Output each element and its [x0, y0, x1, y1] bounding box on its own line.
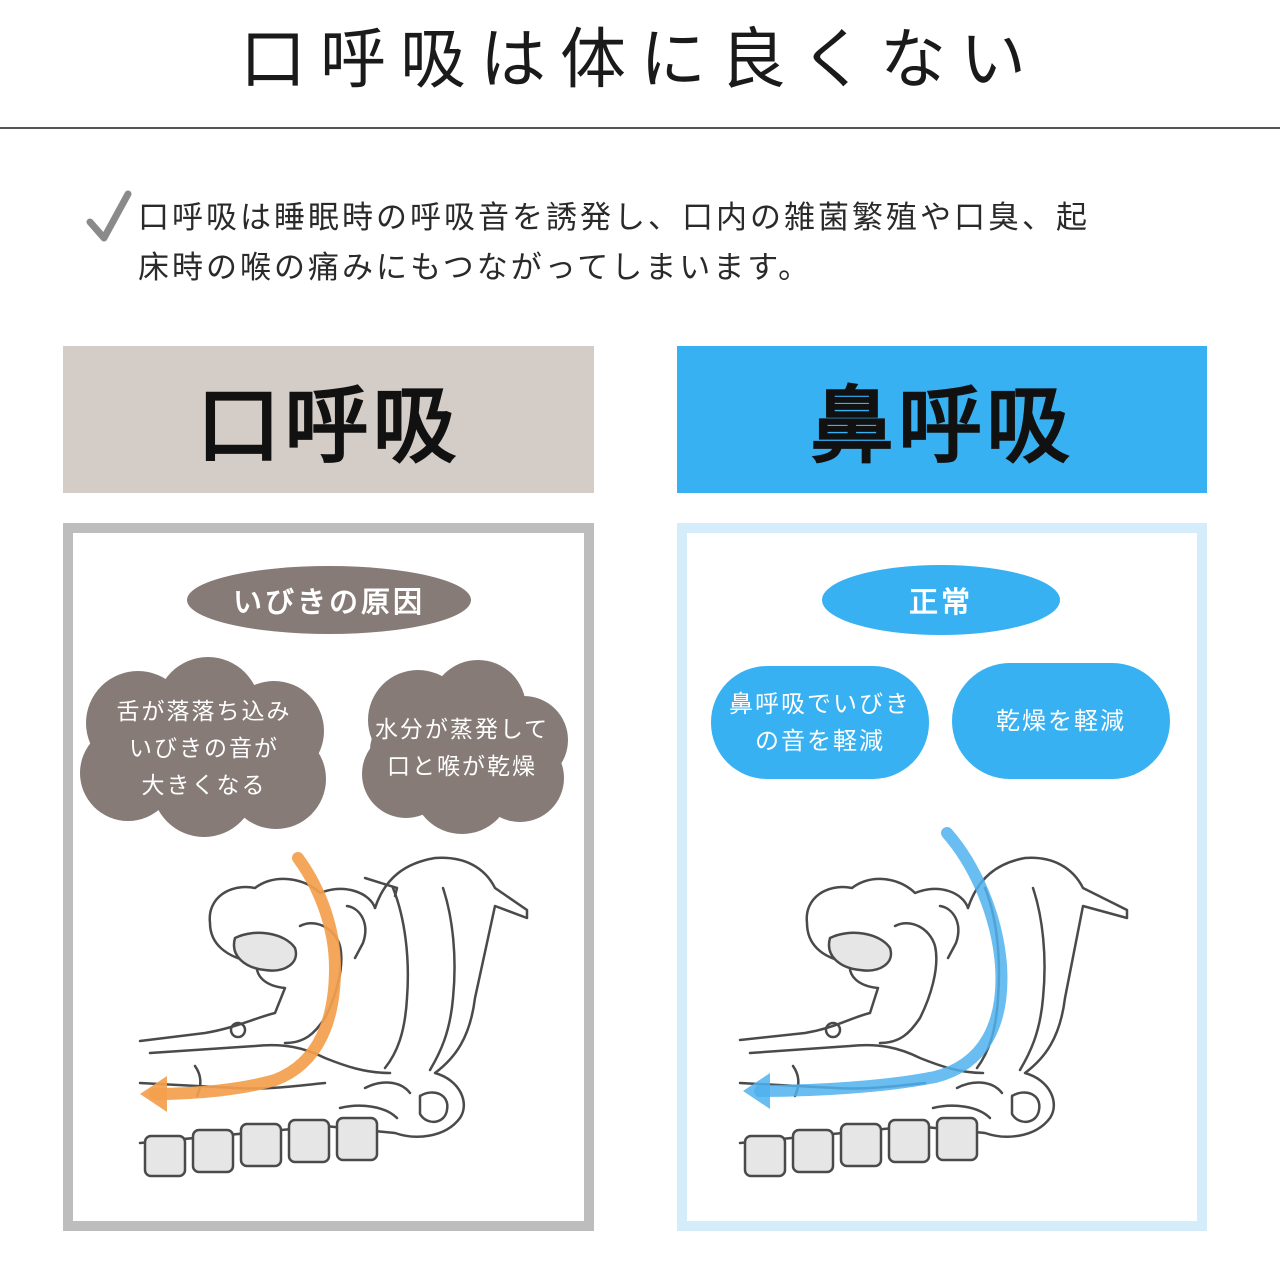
check-icon: [86, 190, 132, 242]
dryness-reduce-bubble: 乾燥を軽減: [952, 663, 1170, 779]
cloud-tongue-line-3: 大きくなる: [141, 773, 267, 799]
nose-breathing-panel: [677, 523, 1207, 1231]
page-title: 口呼吸は体に良くない: [240, 21, 1040, 98]
cloud-dryness-line-2: 口と喉が乾燥: [387, 754, 537, 780]
description: 口呼吸は睡眠時の呼吸音を誘発し、口内の雑菌繁殖や口臭、起 床時の喉の痛みにもつな…: [138, 193, 1198, 293]
cloud-text-dryness: 水分が蒸発して 口と喉が乾燥: [356, 712, 568, 786]
mouth-breathing-header: 口呼吸: [63, 346, 594, 493]
snoring-cause-label: いびきの原因: [187, 566, 471, 634]
mouth-airflow-arrow: [149, 852, 342, 1100]
snore-reduce-line-2: の音を軽減: [755, 726, 885, 755]
cloud-tongue-line-2: いびきの音が: [129, 736, 279, 762]
mouth-breathing-panel: [63, 523, 594, 1231]
title-divider: [0, 127, 1280, 129]
nose-breathing-header: 鼻呼吸: [677, 346, 1207, 493]
normal-label: 正常: [822, 565, 1060, 635]
cloud-tongue-line-1: 舌が落落ち込み: [116, 699, 292, 725]
nose-breathing-diagram: [738, 827, 1129, 1178]
description-line-2: 床時の喉の痛みにもつながってしまいます。: [138, 250, 813, 286]
snore-reduce-bubble: 鼻呼吸でいびき の音を軽減: [711, 666, 929, 779]
cloud-dryness-line-1: 水分が蒸発して: [374, 717, 550, 743]
cloud-text-tongue: 舌が落落ち込み いびきの音が 大きくなる: [86, 694, 322, 805]
description-line-1: 口呼吸は睡眠時の呼吸音を誘発し、口内の雑菌繁殖や口臭、起: [138, 200, 1090, 236]
nose-airflow-arrow: [754, 827, 1008, 1097]
mouth-breathing-diagram: [138, 852, 529, 1178]
cloud-shape-tongue: [80, 657, 326, 837]
cloud-shape-dryness: [362, 660, 568, 834]
snore-reduce-line-1: 鼻呼吸でいびき: [729, 689, 911, 718]
